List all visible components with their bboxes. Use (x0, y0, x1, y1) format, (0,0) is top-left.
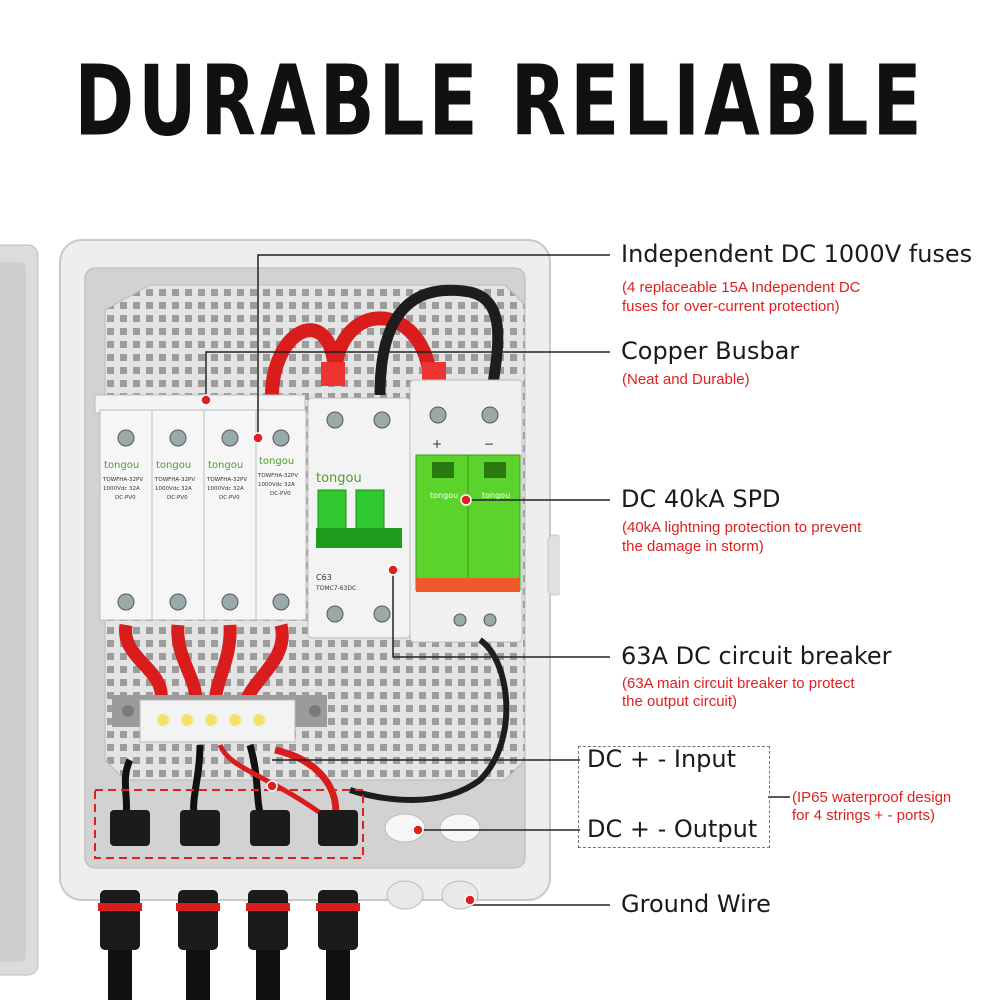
fuse-brand-1: tongou (104, 460, 139, 471)
mc4-connectors (98, 890, 360, 1000)
fuse-rating-4: 1000Vdc 32A (258, 482, 295, 488)
fuses-callout-title: Independent DC 1000V fuses (621, 240, 973, 268)
output-dot (412, 824, 424, 836)
breaker-brand: tongou (316, 471, 362, 486)
fuse-rating-1: 1000Vdc 32A (103, 486, 140, 492)
fuse-brand-3: tongou (208, 460, 243, 471)
fuse-rating-3: 1000Vdc 32A (207, 486, 244, 492)
spd-brand-1: tongou (430, 491, 458, 500)
ground-dot (464, 894, 476, 906)
spd-plus-label: + (432, 437, 442, 451)
fuse-model-3: TOWFHA-32PV (206, 477, 247, 483)
ports-dashed-box (578, 746, 770, 848)
ports-callout-line1: (IP65 waterproof design (792, 789, 952, 806)
breaker-callout-line2: the output circuit) (622, 693, 738, 710)
fuses-callout-line2: fuses for over-current protection) (622, 298, 840, 315)
spd-callout-title: DC 40kA SPD (621, 485, 781, 513)
surge-protector: + − tongou tongou (409, 379, 523, 643)
ports-callout-line2: for 4 strings + - ports) (792, 807, 935, 824)
busbar-callout-title: Copper Busbar (621, 337, 800, 365)
output-callout-title: DC + - Output (587, 815, 758, 843)
spd-brand-2: tongou (482, 491, 510, 500)
spd-callout-line1: (40kA lightning protection to prevent (622, 519, 862, 536)
input-dot (266, 780, 278, 792)
fuse-model-4: TOWFHA-32PV (257, 473, 298, 479)
breaker-rating: C63 (316, 573, 332, 582)
spd-minus-label: − (484, 437, 494, 451)
fuse-code-1: DC-PV0 (115, 495, 136, 501)
terminal-block (112, 695, 327, 743)
breaker-dot (387, 564, 399, 576)
fuse-model-2: TOWFHA-32PV (154, 477, 195, 483)
fuse-brand-4: tongou (259, 456, 294, 467)
fuse-model-1: TOWFHA-32PV (102, 477, 143, 483)
input-callout-title: DC + - Input (587, 745, 737, 773)
breaker-callout-line1: (63A main circuit breaker to protect (622, 675, 855, 692)
busbar-dot (200, 394, 212, 406)
fuse-code-4: DC-PV0 (270, 491, 291, 497)
breaker-callout-title: 63A DC circuit breaker (621, 642, 892, 670)
fuse-code-2: DC-PV0 (167, 495, 188, 501)
circuit-breaker: tongou C63 TOMC7-63DC (307, 397, 411, 639)
fuse-code-3: DC-PV0 (219, 495, 240, 501)
cable-glands (110, 810, 358, 846)
page-headline: DURABLE RELIABLE (74, 44, 926, 158)
spd-dot (460, 494, 472, 506)
fuse-holders: tongou tongou tongou tongou TOWFHA-32PV … (94, 394, 307, 621)
spd-callout-line2: the damage in storm) (622, 538, 764, 555)
breaker-model: TOMC7-63DC (315, 585, 356, 592)
fuse-brand-2: tongou (156, 460, 191, 471)
ground-callout-title: Ground Wire (621, 890, 771, 918)
fuses-dot (252, 432, 264, 444)
gland-highlight-box (94, 789, 364, 859)
busbar-callout-line1: (Neat and Durable) (622, 371, 750, 388)
fuses-callout-line1: (4 replaceable 15A Independent DC (622, 279, 861, 296)
fuse-rating-2: 1000Vdc 32A (155, 486, 192, 492)
